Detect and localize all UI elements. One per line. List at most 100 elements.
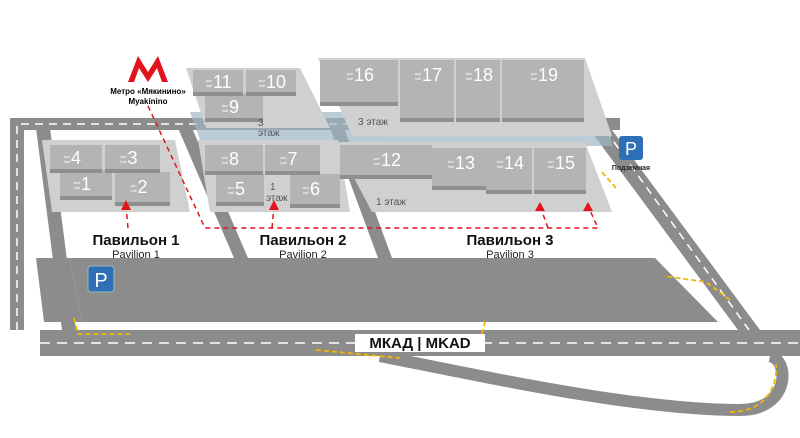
hall-word-ru: зал bbox=[548, 159, 555, 164]
hall-word-en: hall bbox=[64, 159, 70, 164]
hall-number: 18 bbox=[473, 65, 493, 85]
hall-word-en: hall bbox=[228, 190, 234, 195]
pavilion-2-subtitle: Pavilion 2 bbox=[279, 249, 327, 261]
metro-label-en: Myakinino bbox=[128, 97, 167, 106]
floor-label-p2-third-num: 3 bbox=[258, 118, 264, 129]
hall-roof bbox=[216, 174, 264, 202]
hall-word-ru: зал bbox=[303, 185, 310, 190]
floor-label-p3-first: 1 этаж bbox=[376, 197, 406, 208]
hall-word-en: hall bbox=[259, 83, 265, 88]
car-routes bbox=[73, 169, 778, 413]
hall-word-en: hall bbox=[448, 164, 454, 169]
hall-roof bbox=[340, 145, 432, 175]
metro-logo-icon bbox=[128, 56, 168, 82]
hall-number: 19 bbox=[538, 65, 558, 85]
hall-word-ru: зал bbox=[222, 103, 229, 108]
svg-text:P: P bbox=[625, 139, 637, 159]
parking-sign-underground[interactable]: P Подземная bbox=[612, 136, 650, 172]
hall-word-ru: зал bbox=[415, 71, 422, 76]
hall-word-ru: зал bbox=[466, 71, 473, 76]
pavilion-3-title: Павильон 3 bbox=[466, 232, 553, 249]
hall-roof bbox=[502, 60, 584, 118]
hall-number: 7 bbox=[288, 149, 298, 169]
hall-number: 14 bbox=[504, 153, 524, 173]
floor-label-p2-first-num: 1 bbox=[270, 182, 276, 193]
hall-number: 2 bbox=[138, 177, 148, 197]
hall-word-en: hall bbox=[497, 164, 503, 169]
hall-number: 6 bbox=[310, 179, 320, 199]
hall-roof bbox=[432, 148, 488, 186]
pavilion-labels: Павильон 1 Pavilion 1 Павильон 2 Pavilio… bbox=[92, 232, 553, 261]
hall-word-ru: зал bbox=[74, 180, 81, 185]
hall-word-ru: зал bbox=[448, 159, 455, 164]
hall-word-ru: зал bbox=[280, 155, 287, 160]
hall-number: 12 bbox=[381, 150, 401, 170]
hall-word-ru: зал bbox=[374, 156, 381, 161]
hall-word-ru: зал bbox=[531, 71, 538, 76]
hall-roof bbox=[400, 60, 454, 118]
hall-word-en: hall bbox=[130, 188, 136, 193]
hall-roof bbox=[320, 60, 398, 102]
pavilion-2-title: Павильон 2 bbox=[259, 232, 346, 249]
hall-word-en: hall bbox=[374, 161, 380, 166]
hall-word-en: hall bbox=[415, 76, 421, 81]
hall-number: 3 bbox=[128, 148, 138, 168]
hall-word-en: hall bbox=[74, 185, 80, 190]
metro-station[interactable]: Метро «Мякинино» Myakinino bbox=[110, 56, 186, 106]
hall-word-ru: зал bbox=[228, 185, 235, 190]
hall-number: 16 bbox=[354, 65, 374, 85]
hall-roof bbox=[50, 145, 102, 169]
floor-label-p2-third-word: этаж bbox=[258, 128, 280, 139]
hall-number: 5 bbox=[235, 179, 245, 199]
hall-word-ru: зал bbox=[120, 154, 127, 159]
hall-word-en: hall bbox=[280, 160, 286, 165]
hall-word-ru: зал bbox=[259, 78, 266, 83]
hall-number: 8 bbox=[229, 149, 239, 169]
hall-roof bbox=[265, 145, 320, 171]
hall-roof bbox=[205, 145, 263, 171]
hall-word-en: hall bbox=[222, 108, 228, 113]
hall-word-ru: зал bbox=[347, 71, 354, 76]
parking-sign-outdoor[interactable]: P bbox=[87, 265, 115, 293]
hall-word-en: hall bbox=[303, 190, 309, 195]
route-arrow-icons bbox=[121, 200, 593, 211]
underground-parking-label: Подземная bbox=[612, 165, 650, 172]
hall-word-en: hall bbox=[206, 83, 212, 88]
hall-word-en: hall bbox=[120, 159, 126, 164]
hall-number: 15 bbox=[555, 153, 575, 173]
hall-number: 11 bbox=[213, 72, 232, 92]
hall-word-en: hall bbox=[466, 76, 472, 81]
hall-number: 9 bbox=[229, 97, 239, 117]
svg-text:P: P bbox=[94, 270, 107, 292]
hall-roof bbox=[534, 148, 586, 190]
mkad-road: МКАД | MKAD bbox=[40, 330, 800, 417]
hall-number: 10 bbox=[266, 72, 286, 92]
hall-word-en: hall bbox=[548, 164, 554, 169]
hall-number: 17 bbox=[422, 65, 442, 85]
hall-roof bbox=[105, 145, 160, 169]
hall-number: 1 bbox=[81, 174, 91, 194]
hall-word-en: hall bbox=[222, 160, 228, 165]
floor-label-p2-first-word: этаж bbox=[266, 193, 288, 204]
